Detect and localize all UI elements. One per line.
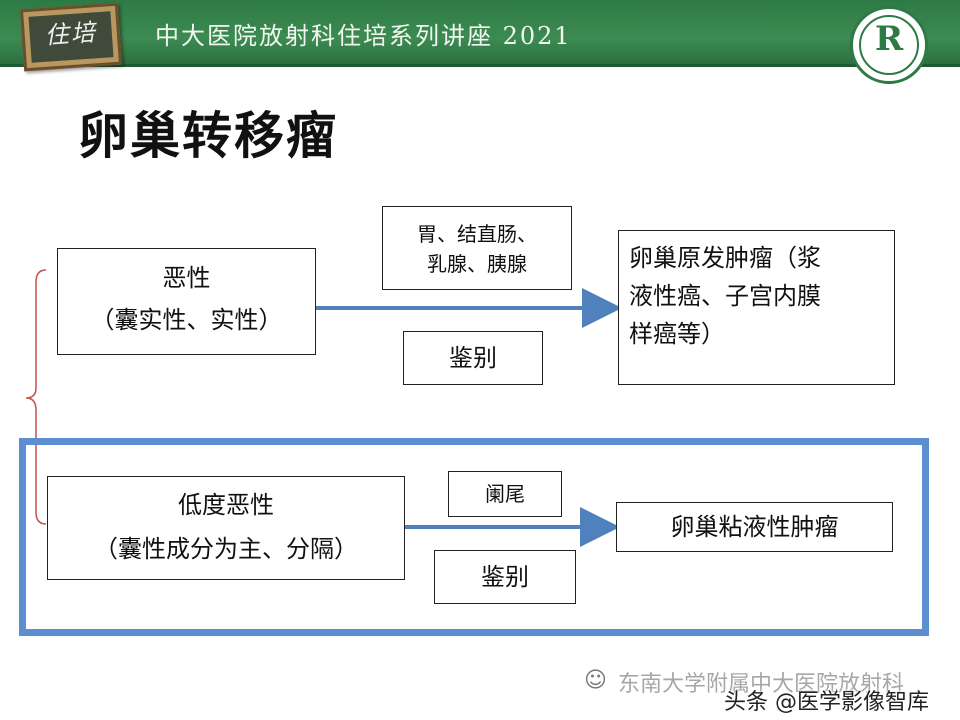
wechat-icon: ☺ — [584, 668, 607, 693]
hospital-logo: R — [850, 6, 928, 84]
differential-label-bottom: 鉴别 — [481, 563, 529, 591]
watermark-channel: 头条 @医学影像智库 — [724, 690, 929, 715]
malignant-detail: （囊实性、实性） — [90, 306, 283, 334]
logo-letter: R — [874, 19, 904, 59]
differential-label-top: 鉴别 — [449, 344, 497, 372]
malignant-box: 恶性 （囊实性、实性） — [57, 248, 316, 355]
low-grade-label: 低度恶性 — [178, 491, 274, 519]
left-bracket — [25, 269, 47, 525]
watermark-source: 东南大学附属中大医院放射科 — [618, 672, 905, 697]
ovarian-primary-line3: 样癌等） — [629, 320, 725, 348]
primary-sources-line1: 胃、结直肠、 — [417, 222, 537, 246]
appendix-source-box: 阑尾 — [448, 471, 562, 517]
low-grade-detail: （囊性成分为主、分隔） — [94, 535, 358, 563]
logo-ring — [859, 15, 919, 75]
header-title: 中大医院放射科住培系列讲座 2021 — [155, 22, 572, 50]
low-grade-highlight-frame — [19, 438, 929, 636]
ovarian-primary-box: 卵巢原发肿瘤（浆 液性癌、子宫内膜 样癌等） — [618, 230, 895, 385]
mucinous-tumor-label: 卵巢粘液性肿瘤 — [670, 513, 839, 541]
slide-title: 卵巢转移瘤 — [78, 107, 338, 165]
ovarian-primary-line2: 液性癌、子宫内膜 — [629, 282, 821, 310]
differential-box-bottom: 鉴别 — [434, 550, 576, 604]
watermark: ☺ 东南大学附属中大医院放射科 头条 @医学影像智库 — [574, 664, 954, 715]
low-grade-box: 低度恶性 （囊性成分为主、分隔） — [47, 476, 405, 580]
header-divider — [0, 64, 960, 67]
header-bar — [0, 0, 960, 64]
mucinous-tumor-box: 卵巢粘液性肿瘤 — [616, 502, 893, 552]
primary-sources-box: 胃、结直肠、 乳腺、胰腺 — [382, 206, 572, 290]
malignant-label: 恶性 — [162, 264, 211, 292]
appendix-source-label: 阑尾 — [485, 482, 525, 506]
differential-box-top: 鉴别 — [403, 331, 543, 385]
ovarian-primary-line1: 卵巢原发肿瘤（浆 — [629, 244, 821, 272]
primary-sources-line2: 乳腺、胰腺 — [427, 252, 527, 276]
